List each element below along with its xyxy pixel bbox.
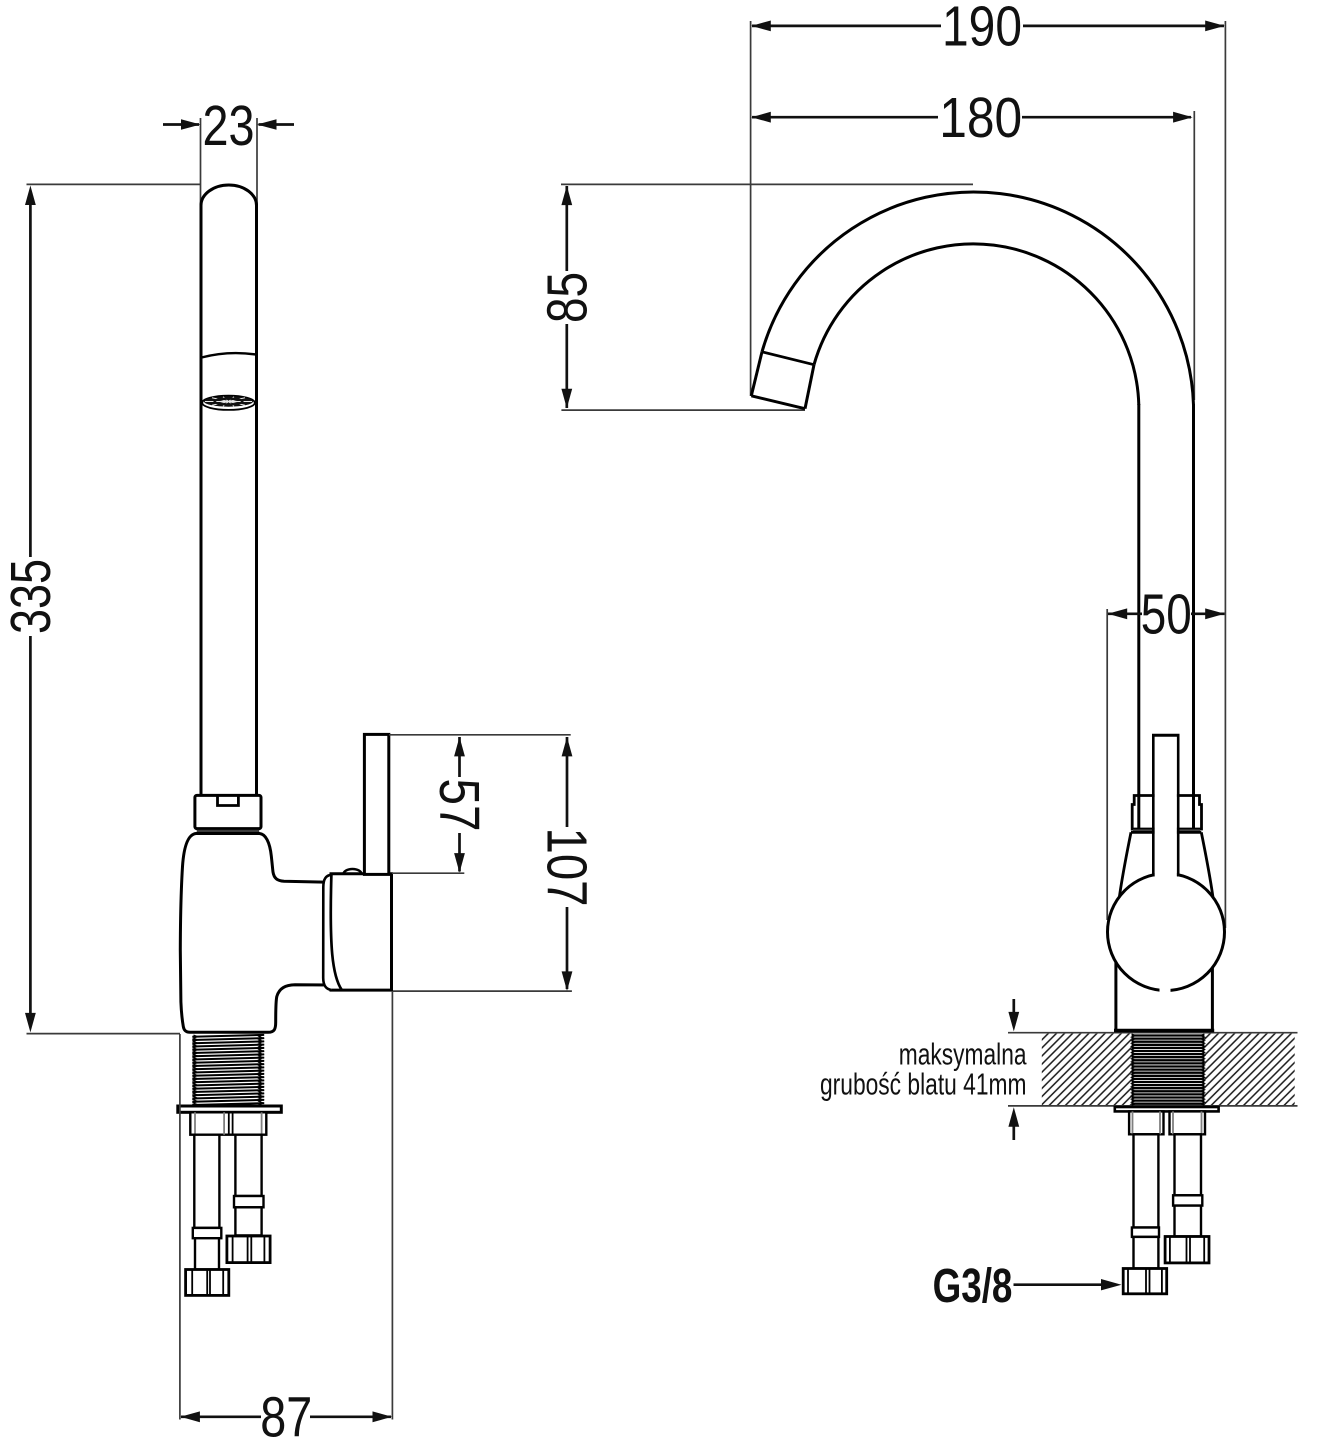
svg-text:85: 85: [536, 272, 600, 323]
svg-text:335: 335: [0, 559, 63, 634]
svg-text:50: 50: [1141, 583, 1192, 647]
svg-text:57: 57: [427, 779, 491, 832]
svg-text:107: 107: [534, 828, 598, 907]
svg-text:23: 23: [203, 94, 255, 158]
svg-text:grubość blatu 41mm: grubość blatu 41mm: [820, 1066, 1027, 1101]
svg-text:87: 87: [260, 1386, 312, 1440]
svg-text:maksymalna: maksymalna: [899, 1036, 1027, 1071]
svg-text:190: 190: [942, 0, 1022, 59]
svg-text:G3/8: G3/8: [933, 1260, 1013, 1313]
svg-text:180: 180: [939, 86, 1022, 150]
